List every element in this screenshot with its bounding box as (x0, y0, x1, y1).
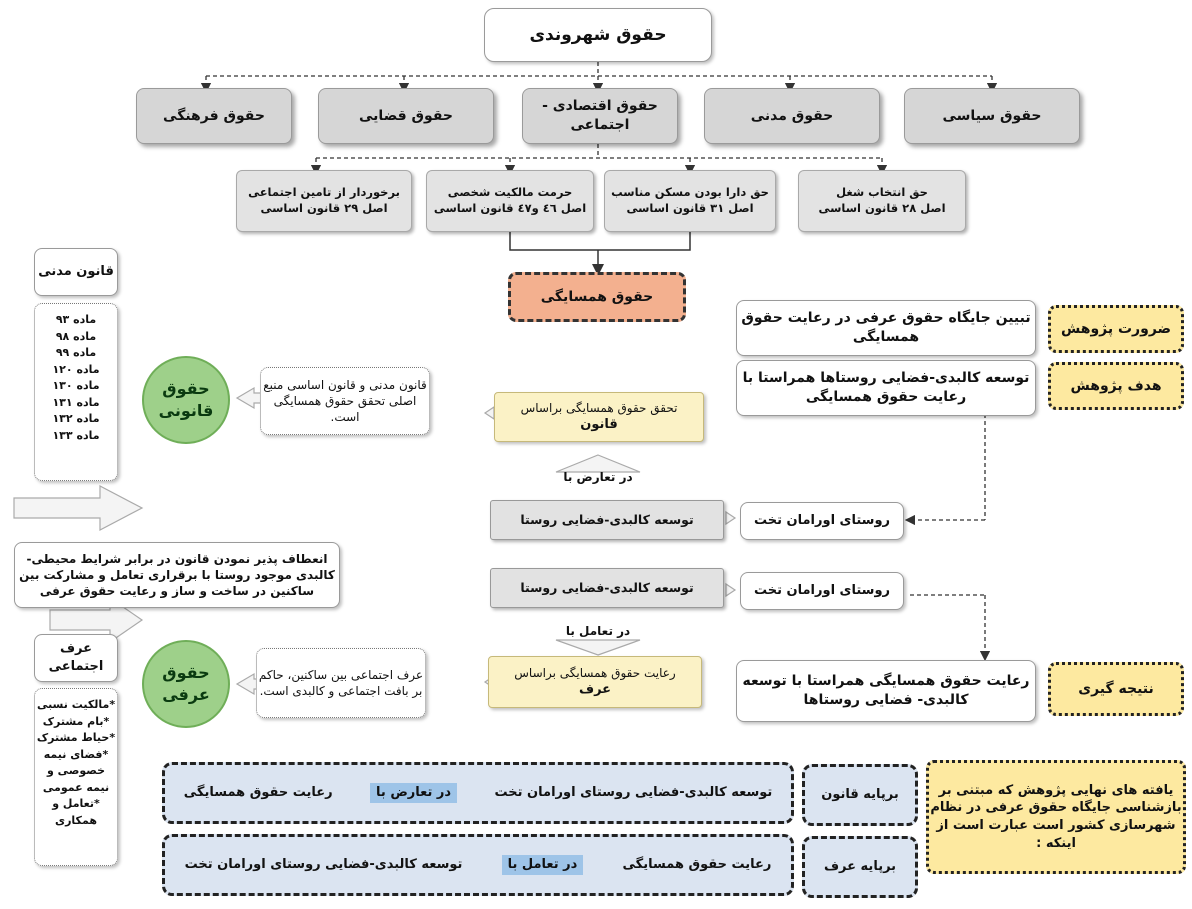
category-civil: حقوق مدنی (704, 88, 880, 144)
article-item: ماده ۱۳۳ (52, 428, 100, 442)
custom-item: *فضای نیمه خصوصی و نیمه عمومی (42, 747, 110, 794)
customary-rights-desc: عرف اجتماعی بین ساکنین، حاکم بر بافت اجت… (256, 648, 426, 718)
social-custom-items: *مالکیت نسبی *بام مشترک *حیاط مشترک *فضا… (34, 688, 118, 866)
law-basis-label: برپایه قانون (802, 764, 918, 826)
citizenship-rights-box: حقوق شهروندی (484, 8, 712, 62)
article-item: ماده ۱۳۲ (52, 412, 100, 425)
conclusion-label: نتیجه گیری (1048, 662, 1184, 716)
article-item: ماده ۱۲۰ (52, 362, 100, 376)
article-item: ماده ۱۳۰ (52, 379, 100, 392)
article-item: ماده ۹۹ (55, 346, 97, 359)
custom-basis-statement: رعایت حقوق همسایگی در تعامل با توسعه کال… (162, 834, 794, 896)
conclusion-text: رعایت حقوق همسایگی همراستا با توسعه کالب… (736, 660, 1036, 722)
category-political: حقوق سیاسی (904, 88, 1080, 144)
category-economic-social: حقوق اقتصادی - اجتماعی (522, 88, 678, 144)
article-item: ماده ۱۳۱ (52, 395, 100, 409)
neighbor-rights-box: حقوق همسایگی (508, 272, 686, 322)
conflict-label: در تعارض با (563, 469, 633, 484)
custom-basis-label: برپایه عرف (802, 836, 918, 898)
realization-law-box: تحقق حقوق همسایگی براساس قانون (494, 392, 704, 442)
legal-rights-circle: حقوق قانونی (142, 356, 230, 444)
customary-rights-circle: حقوق عرفی (142, 640, 230, 728)
observance-custom-box: رعایت حقوق همسایگی براساس عرف (488, 656, 702, 708)
article-item: ماده ۹۳ (55, 313, 97, 326)
custom-item: *تعامل و همکاری (52, 797, 100, 827)
civil-law-title: قانون مدنی (34, 248, 118, 296)
legal-rights-desc: قانون مدنی و قانون اساسی منبع اصلی تحقق … (260, 367, 430, 435)
village-name-2: روستای اورامان تخت (740, 572, 904, 610)
flexible-law-text: انعطاف پذیر نمودن قانون در برابر شرایط م… (14, 542, 340, 608)
village-development-2: توسعه کالبدی-فضایی روستا (490, 568, 724, 608)
category-cultural: حقوق فرهنگی (136, 88, 292, 144)
village-development-1: توسعه کالبدی-فضایی روستا (490, 500, 724, 540)
article-item: ماده ۹۸ (55, 329, 97, 343)
research-necessity-label: ضرورت پژوهش (1048, 305, 1184, 353)
interaction-label: در تعامل با (565, 623, 631, 638)
research-goal-text: توسعه کالبدی-فضایی روستاها همراستا با رع… (736, 360, 1036, 416)
custom-item: *مالکیت نسبی (36, 698, 116, 711)
research-necessity-text: تبیین جایگاه حقوق عرفی در رعایت حقوق همس… (736, 300, 1036, 356)
research-goal-label: هدف پژوهش (1048, 362, 1184, 410)
custom-item: *حیاط مشترک (36, 731, 116, 744)
social-custom-title: عرف اجتماعی (34, 634, 118, 682)
village-name-1: روستای اورامان تخت (740, 502, 904, 540)
law-basis-statement: توسعه کالبدی-فضایی روستای اورامان تخت در… (162, 762, 794, 824)
civil-law-articles: ماده ۹۳ ماده ۹۸ ماده ۹۹ ماده ۱۲۰ ماده ۱۳… (34, 303, 118, 481)
custom-item: *بام مشترک (42, 714, 110, 728)
findings-summary: یافته های نهایی پژوهش که مبتنی بر بازشنا… (926, 760, 1186, 874)
category-judicial: حقوق قضایی (318, 88, 494, 144)
citizenship-rights-title: حقوق شهروندی (529, 24, 667, 45)
